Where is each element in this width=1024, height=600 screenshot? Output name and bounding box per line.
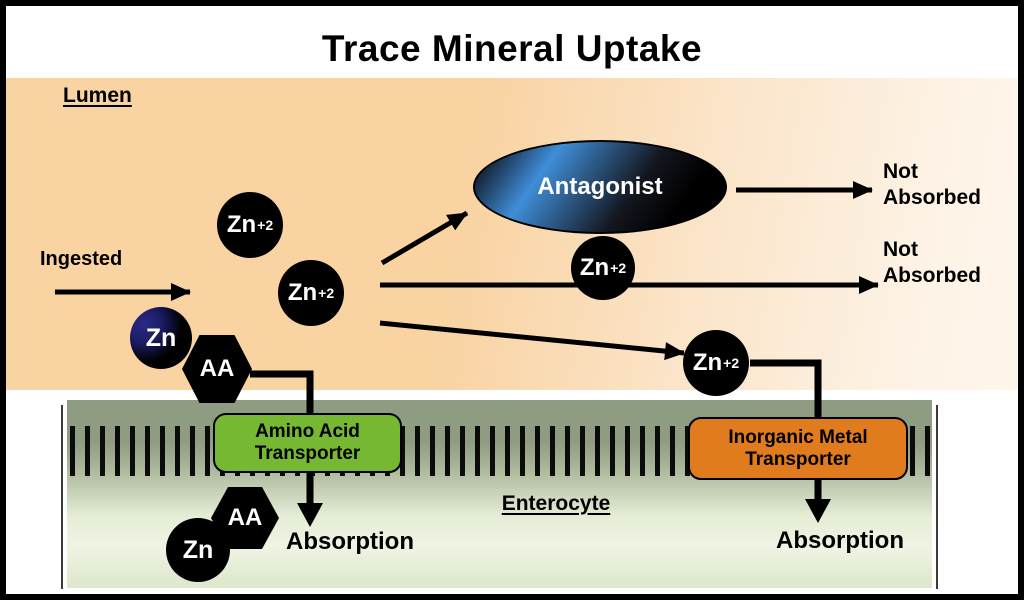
absorption-label-right: Absorption — [776, 527, 904, 554]
zn-ion-4: Zn+2 — [683, 330, 749, 396]
zn-ion-symbol: Zn — [692, 349, 723, 376]
ingested-label: Ingested — [40, 248, 123, 270]
zn-ion-symbol: Zn — [287, 279, 318, 306]
aa-symbol: AA — [199, 355, 235, 382]
inorganic-absorption-arrowhead — [805, 499, 831, 523]
zn-ion-symbol: Zn — [226, 211, 257, 238]
amino-acid-hexagon-lumen: AA — [182, 335, 252, 403]
amino-transporter-line2: Transporter — [254, 443, 361, 464]
not-absorbed-line2: Absorbed — [883, 264, 982, 287]
zn-ion-charge: +2 — [723, 355, 740, 371]
absorption-label-left: Absorption — [286, 528, 414, 555]
zn-ion-3: Zn+2 — [571, 236, 635, 300]
zn-released-circle: Zn — [166, 518, 230, 582]
amino-absorption-arrowhead — [297, 503, 323, 527]
amino-acid-transporter: Amino Acid Transporter — [213, 413, 402, 473]
not-absorbed-line2: Absorbed — [883, 186, 982, 209]
zn-symbol: Zn — [182, 535, 214, 564]
not-absorbed-label-2: Not Absorbed — [883, 237, 1013, 289]
amino-transporter-line1: Amino Acid — [255, 421, 360, 442]
inorganic-metal-transporter: Inorganic Metal Transporter — [688, 417, 908, 480]
zn-ion-charge: +2 — [257, 217, 274, 233]
not-absorbed-label-1: Not Absorbed — [883, 159, 1013, 211]
antagonist-label: Antagonist — [537, 173, 663, 200]
zn-ion-charge: +2 — [318, 285, 335, 301]
enterocyte-left-edge-line — [61, 405, 63, 589]
page-title: Trace Mineral Uptake — [321, 28, 703, 69]
antagonist-ellipse: Antagonist — [473, 140, 727, 234]
zn-ion-charge: +2 — [610, 260, 627, 276]
inorganic-transporter-line1: Inorganic Metal — [728, 426, 868, 448]
enterocyte-label: Enterocyte — [501, 492, 611, 515]
not-absorbed-line1: Not — [883, 160, 918, 183]
not-absorbed-line1: Not — [883, 238, 918, 261]
zn-ion-2: Zn+2 — [278, 260, 344, 326]
arrow-to-antagonist — [380, 210, 469, 266]
zn-bound-circle: Zn — [130, 307, 192, 369]
aa-symbol: AA — [227, 504, 263, 531]
zn-ion-1: Zn+2 — [217, 192, 283, 258]
zn-symbol: Zn — [145, 323, 177, 352]
arrow-to-inorganic-ion — [379, 320, 685, 361]
lumen-label: Lumen — [63, 84, 132, 107]
inorganic-transporter-line2: Transporter — [745, 448, 851, 470]
zn-ion-symbol: Zn — [579, 254, 610, 281]
enterocyte-right-edge-line — [936, 405, 938, 589]
